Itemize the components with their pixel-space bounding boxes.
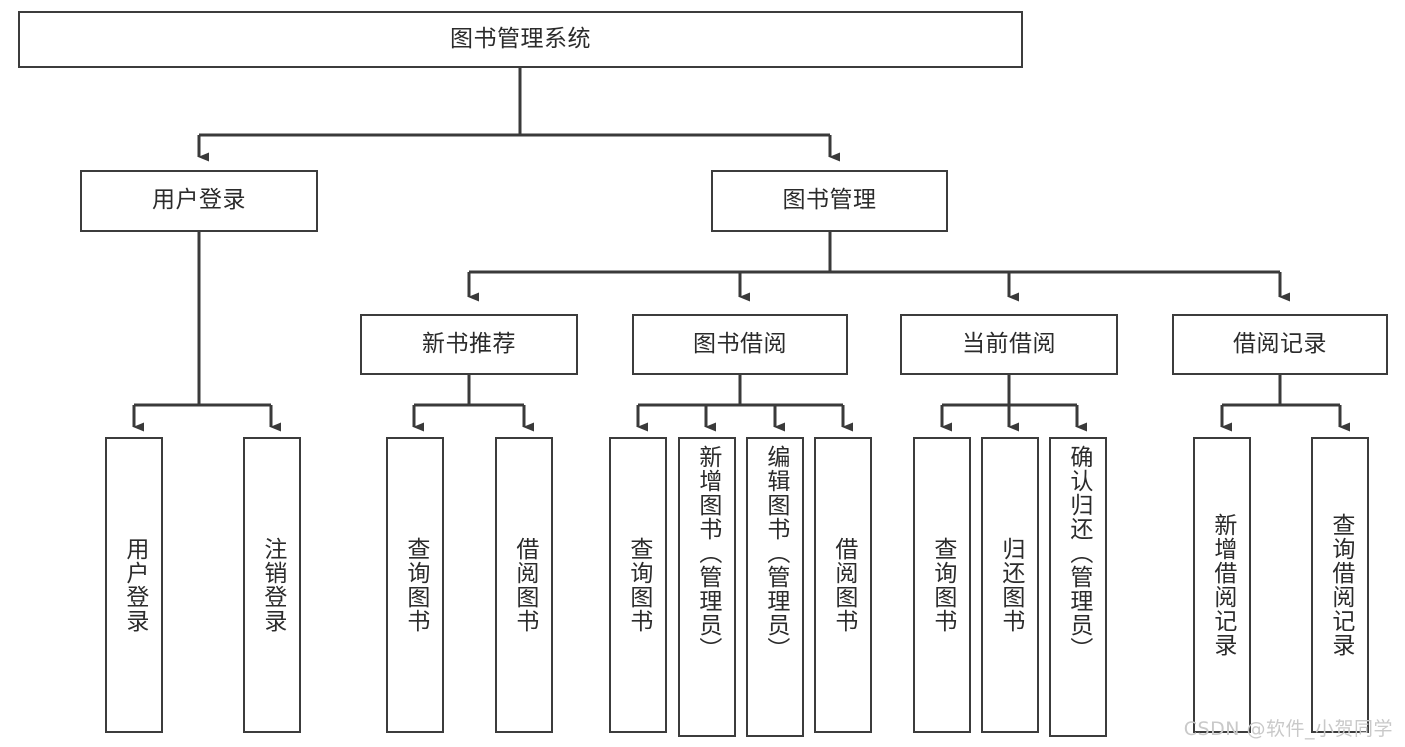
leaf-borrow-book-recommend[interactable]: 借阅图书 bbox=[495, 437, 553, 733]
leaf-confirm-return-admin[interactable]: 确认归还（管理员） bbox=[1049, 437, 1107, 737]
leaf-borrow-book-label: 借阅图书 bbox=[830, 537, 857, 633]
node-book-management-label: 图书管理 bbox=[782, 187, 877, 214]
leaf-edit-book-admin[interactable]: 编辑图书（管理员） bbox=[746, 437, 804, 737]
leaf-add-book-admin-label: 新增图书（管理员） bbox=[694, 445, 721, 661]
leaf-query-borrow-record[interactable]: 查询借阅记录 bbox=[1311, 437, 1369, 733]
node-root-label: 图书管理系统 bbox=[450, 25, 591, 52]
leaf-query-book-current[interactable]: 查询图书 bbox=[913, 437, 971, 733]
node-borrow-record[interactable]: 借阅记录 bbox=[1172, 314, 1388, 375]
leaf-user-login[interactable]: 用户登录 bbox=[105, 437, 163, 733]
leaf-add-borrow-record[interactable]: 新增借阅记录 bbox=[1193, 437, 1251, 733]
leaf-edit-book-admin-label: 编辑图书（管理员） bbox=[762, 445, 789, 661]
node-root-library-system[interactable]: 图书管理系统 bbox=[18, 11, 1023, 68]
leaf-user-logout[interactable]: 注销登录 bbox=[243, 437, 301, 733]
leaf-borrow-book[interactable]: 借阅图书 bbox=[814, 437, 872, 733]
node-new-book-recommend-label: 新书推荐 bbox=[422, 330, 516, 357]
leaf-add-borrow-record-label: 新增借阅记录 bbox=[1209, 513, 1236, 657]
leaf-add-book-admin[interactable]: 新增图书（管理员） bbox=[678, 437, 736, 737]
node-book-borrow[interactable]: 图书借阅 bbox=[632, 314, 848, 375]
node-user-login-label: 用户登录 bbox=[152, 187, 246, 214]
node-current-borrow[interactable]: 当前借阅 bbox=[900, 314, 1118, 375]
leaf-query-book-current-label: 查询图书 bbox=[929, 537, 956, 633]
leaf-query-book-borrow-label: 查询图书 bbox=[625, 537, 652, 633]
leaf-user-logout-label: 注销登录 bbox=[259, 537, 286, 633]
leaf-return-book[interactable]: 归还图书 bbox=[981, 437, 1039, 733]
node-book-borrow-label: 图书借阅 bbox=[693, 330, 787, 357]
leaf-query-book-borrow[interactable]: 查询图书 bbox=[609, 437, 667, 733]
leaf-user-login-label: 用户登录 bbox=[121, 537, 148, 633]
csdn-watermark: CSDN @软件_小贺同学 bbox=[1183, 718, 1393, 740]
leaf-confirm-return-admin-label: 确认归还（管理员） bbox=[1065, 445, 1092, 661]
leaf-query-book-recommend[interactable]: 查询图书 bbox=[386, 437, 444, 733]
leaf-query-borrow-record-label: 查询借阅记录 bbox=[1327, 513, 1354, 657]
node-borrow-record-label: 借阅记录 bbox=[1233, 330, 1327, 357]
leaf-return-book-label: 归还图书 bbox=[997, 537, 1024, 633]
node-new-book-recommend[interactable]: 新书推荐 bbox=[360, 314, 578, 375]
leaf-borrow-book-recommend-label: 借阅图书 bbox=[511, 537, 538, 633]
node-user-login[interactable]: 用户登录 bbox=[80, 170, 318, 232]
node-book-management[interactable]: 图书管理 bbox=[711, 170, 948, 232]
node-current-borrow-label: 当前借阅 bbox=[962, 330, 1056, 357]
leaf-query-book-recommend-label: 查询图书 bbox=[402, 537, 429, 633]
